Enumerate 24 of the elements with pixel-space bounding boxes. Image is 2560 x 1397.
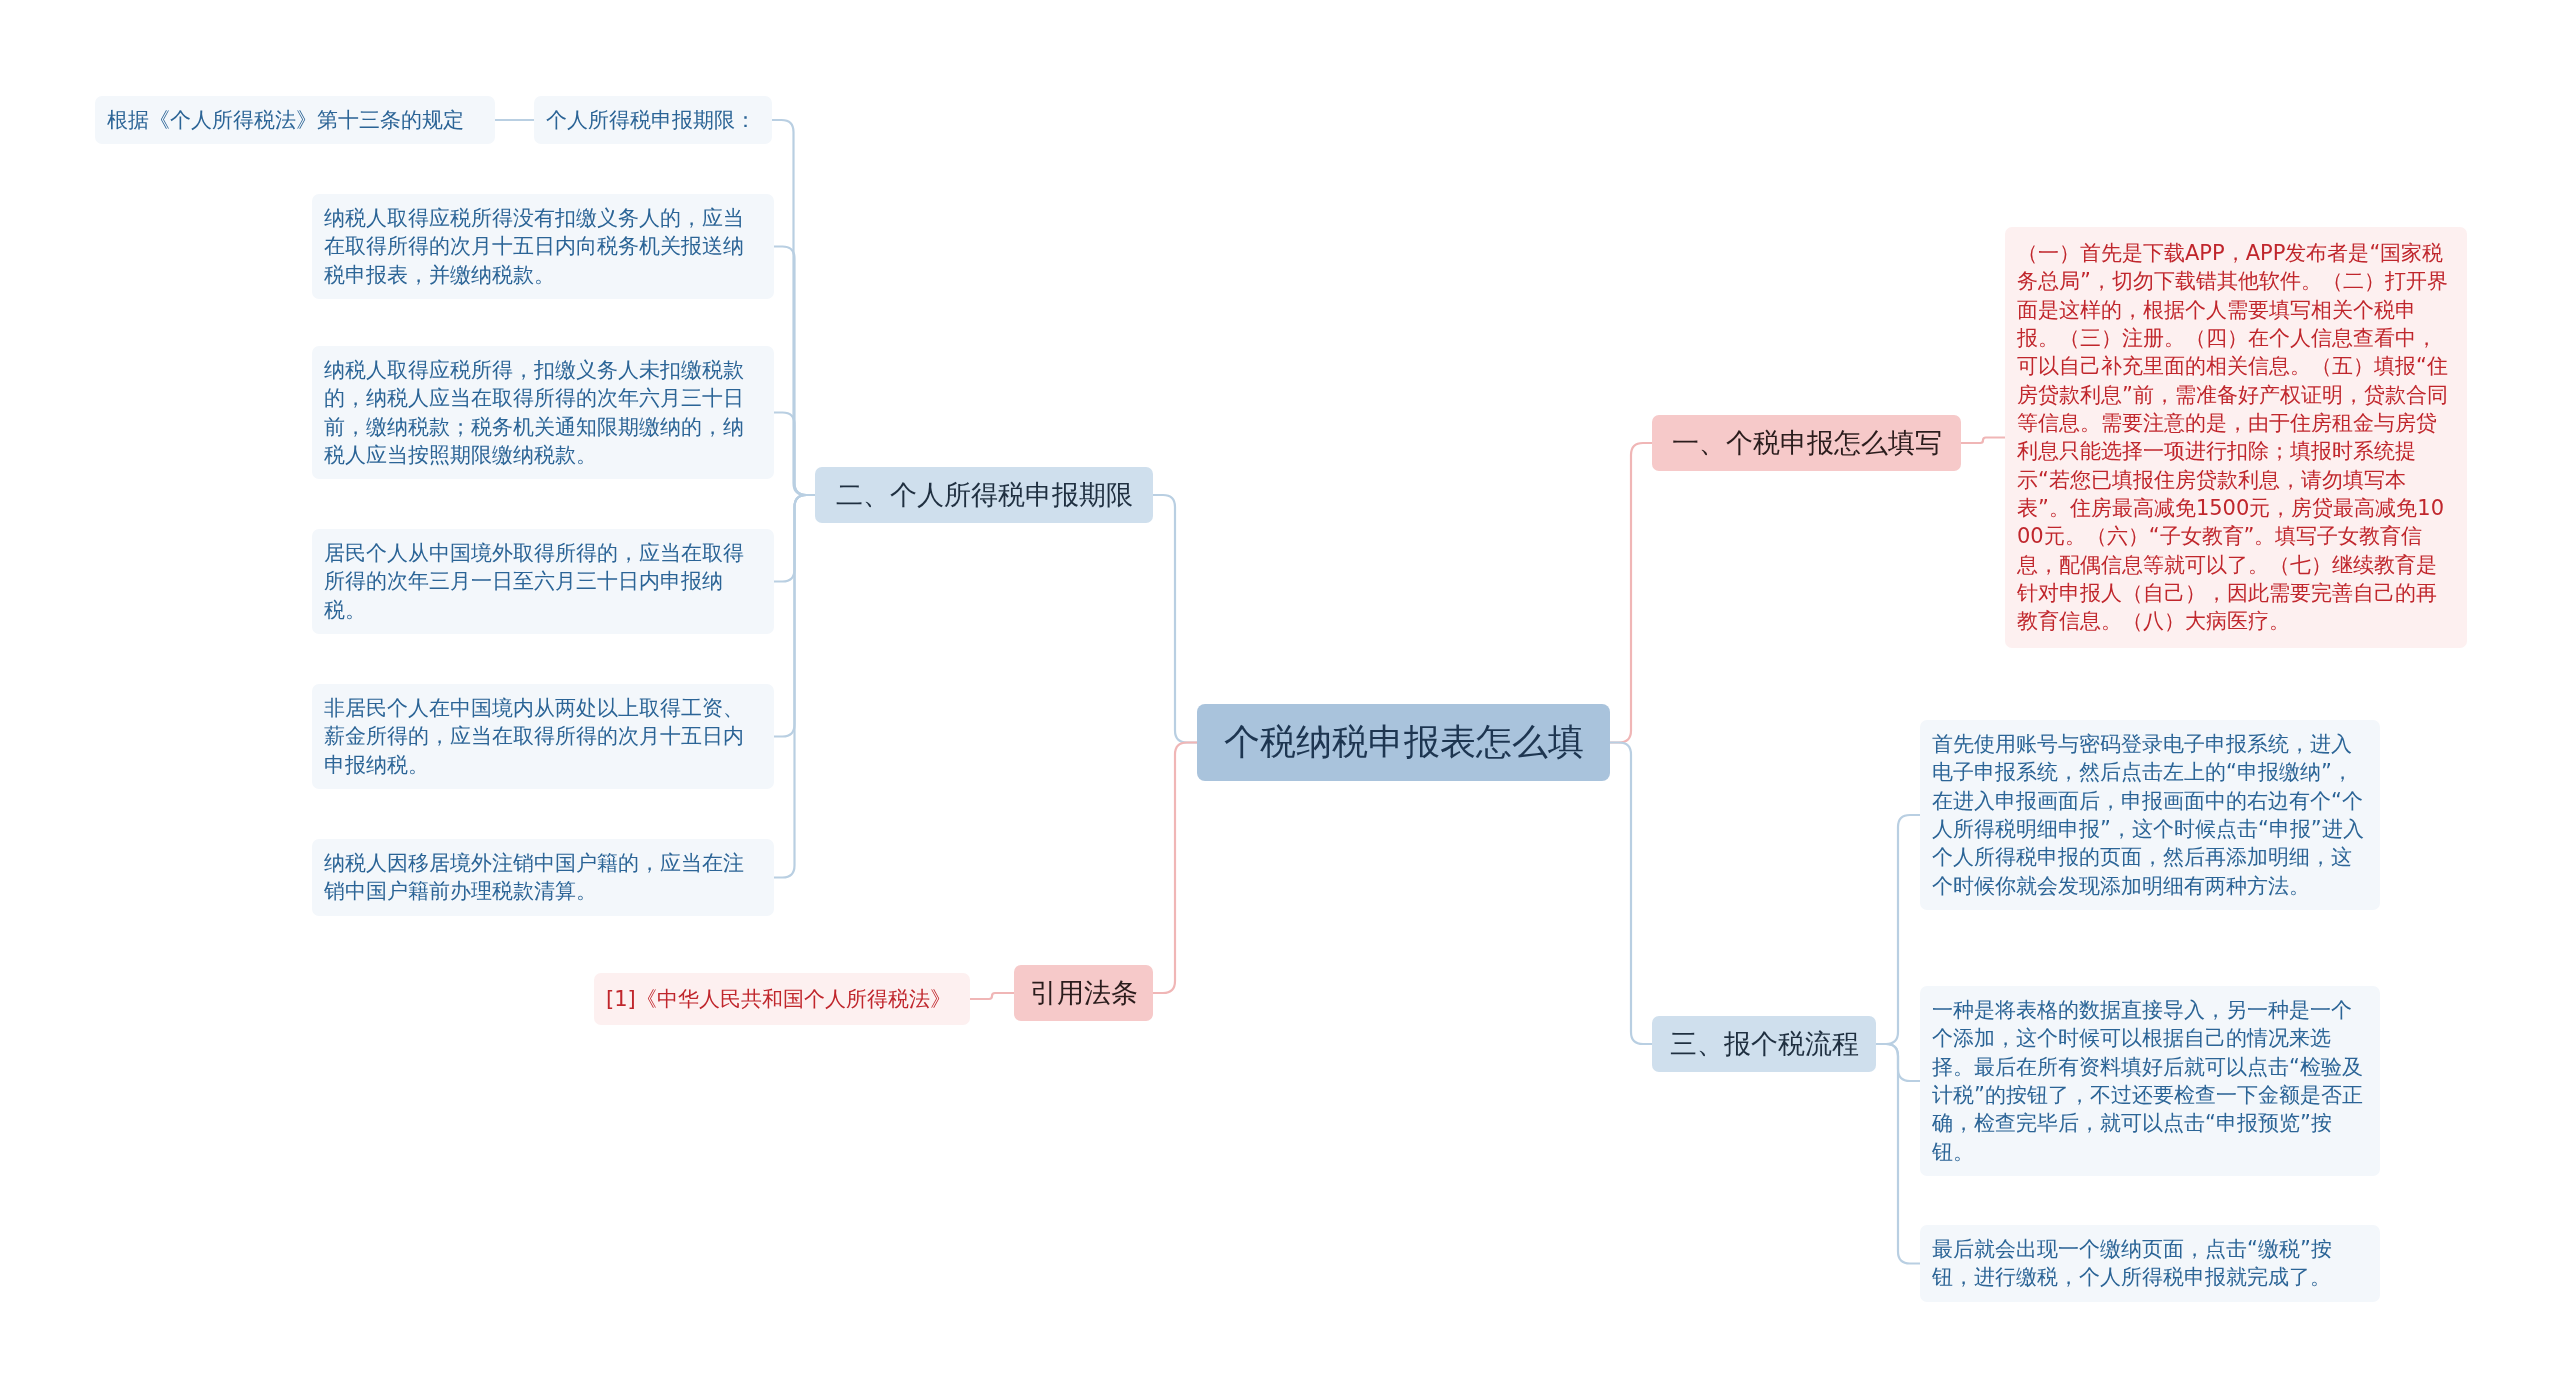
text-card: （一）首先是下载APP，APP发布者是“国家税务总局”，切勿下载错其他软件。（二）打开界面是这样的，根据个人需要填写相关个税申报。（三）注册。（四）在个人信息查看中，可以自己补充里面的相关信息。（五）填报“住房贷款利息”前，需准备好产权证明，贷款合同等信息。需要注意的是，由于住房租金与房贷利息只能选择一项进行扣除；填报时系统提示“若您已填报住房贷款利息，请勿填写本表”。住房最高减免1500元，房贷最高减免1000元。（六）“子女教育”。填写子女教育信息，配偶信息等就可以了。（七）继续教育是针对申报人（自己），因此需要完善自己的再教育信息。（八）大病医疗。 — [2005, 227, 2467, 648]
text-card: 纳税人取得应税所得，扣缴义务人未扣缴税款的，纳税人应当在取得所得的次年六月三十日前，缴纳税款；税务机关通知限期缴纳的，纳税人应当按照期限缴纳税款。 — [312, 346, 774, 480]
connector-line — [774, 493, 815, 879]
text-card: 根据《个人所得税法》第十三条的规定 — [95, 96, 495, 145]
branch-topic: 引用法条 — [1014, 965, 1153, 1022]
text-card: 居民个人从中国境外取得所得的，应当在取得所得的次年三月一日至六月三十日内申报纳税。 — [312, 529, 774, 635]
text-card: 一种是将表格的数据直接导入，另一种是一个个添加，这个时候可以根据自己的情况来选择。最后在所有资料填好后就可以点击“检验及计税”的按钮了，不过还要检查一下金额是否正确，检查完毕后，就可以点击“申报预览”按钮。 — [1920, 986, 2380, 1177]
text-card: 非居民个人在中国境内从两处以上取得工资、薪金所得的，应当在取得所得的次月十五日内申报纳税。 — [312, 684, 774, 790]
text-card: 纳税人取得应税所得没有扣缴义务人的，应当在取得所得的次月十五日内向税务机关报送纳税申报表，并缴纳税款。 — [312, 194, 774, 300]
branch-topic: 一、个税申报怎么填写 — [1652, 415, 1961, 472]
text-card: 首先使用账号与密码登录电子申报系统，进入电子申报系统，然后点击左上的“申报缴纳”，在进入申报画面后，申报画面中的右边有个“个人所得税明细申报”，这个时候点击“申报”进入个人所得税申报的页面，然后再添加明细，这个时候你就会发现添加明细有两种方法。 — [1920, 720, 2380, 911]
central-topic: 个税纳税申报表怎么填 — [1197, 704, 1610, 781]
connector-line — [495, 118, 534, 122]
connector-line — [1610, 741, 1652, 1046]
connector-line — [1153, 741, 1197, 995]
connector-line — [1876, 1042, 1920, 1265]
text-card: [1]《中华人民共和国个人所得税法》 — [594, 973, 970, 1026]
text-card: 个人所得税申报期限： — [534, 96, 772, 145]
connector-line — [970, 991, 1014, 1001]
branch-topic: 二、个人所得税申报期限 — [815, 467, 1153, 524]
branch-topic: 三、报个税流程 — [1652, 1016, 1876, 1073]
text-card: 最后就会出现一个缴纳页面，点击“缴税”按钮，进行缴税，个人所得税申报就完成了。 — [1920, 1225, 2380, 1302]
connector-line — [1961, 436, 2005, 445]
text-card: 纳税人因移居境外注销中国户籍的，应当在注销中国户籍前办理税款清算。 — [312, 839, 774, 916]
